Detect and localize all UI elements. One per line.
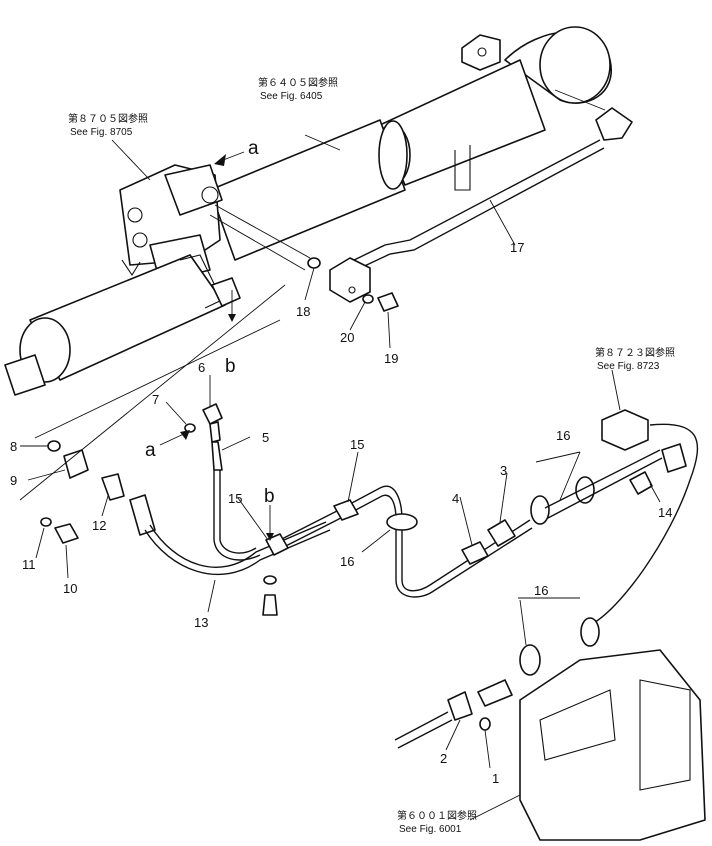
callout-13: 13: [194, 615, 208, 630]
callout-15-right: 15: [350, 437, 364, 452]
letter-b-middle: b: [264, 486, 275, 507]
main-control-valve: [394, 617, 706, 841]
upper-cylinder: [373, 26, 613, 191]
callout-14: 14: [658, 505, 672, 520]
callout-18: 18: [296, 304, 310, 319]
fitting-block-8723: [601, 409, 649, 451]
callout-16-top: 16: [556, 428, 570, 443]
callout-6: 6: [198, 360, 205, 375]
callout-10: 10: [63, 581, 77, 596]
bolt-near-b: [262, 594, 278, 616]
callout-16-middle: 16: [340, 554, 354, 569]
connection-arrows: [159, 151, 274, 541]
ref-6405-jp: 第６４０５図参照: [258, 76, 338, 89]
callout-11: 11: [22, 557, 36, 572]
ref-8705-jp: 第８７０５図参照: [68, 112, 148, 125]
ref-8723-jp: 第８７２３図参照: [595, 346, 675, 359]
callout-7: 7: [152, 392, 159, 407]
middle-cylinder: [209, 119, 408, 261]
pipe-17: [329, 107, 633, 303]
callout-1: 1: [492, 771, 499, 786]
ref-6001-jp: 第６００１図参照: [397, 809, 477, 822]
o-ring-18: [307, 257, 321, 269]
washer-20: [362, 294, 374, 304]
callout-12: 12: [92, 518, 106, 533]
letter-a-top: a: [248, 138, 259, 159]
callout-16-bottom: 16: [534, 583, 548, 598]
letter-a-middle: a: [145, 440, 156, 461]
left-fittings: [40, 403, 223, 544]
ref-6405-en: See Fig. 6405: [260, 91, 323, 102]
ref-8705-en: See Fig. 8705: [70, 127, 133, 138]
callout-3: 3: [500, 463, 507, 478]
washer-near-b: [263, 575, 277, 585]
left-cylinder: [4, 254, 241, 396]
center-pipe-run: [265, 443, 687, 598]
callout-15-left: 15: [228, 491, 242, 506]
callout-20: 20: [340, 330, 354, 345]
right-hose-loop: [589, 423, 699, 626]
ref-6001-en: See Fig. 6001: [399, 824, 462, 835]
callout-8: 8: [10, 439, 17, 454]
callout-9: 9: [10, 473, 17, 488]
callout-2: 2: [440, 751, 447, 766]
callout-5: 5: [262, 430, 269, 445]
letter-b-top: b: [225, 356, 236, 377]
hose-13: [129, 470, 331, 576]
callout-19: 19: [384, 351, 398, 366]
bolt-19: [377, 292, 399, 312]
callout-17: 17: [510, 240, 524, 255]
callout-4: 4: [452, 491, 459, 506]
ref-8723-en: See Fig. 8723: [597, 361, 660, 372]
leader-lines: [19, 89, 661, 821]
